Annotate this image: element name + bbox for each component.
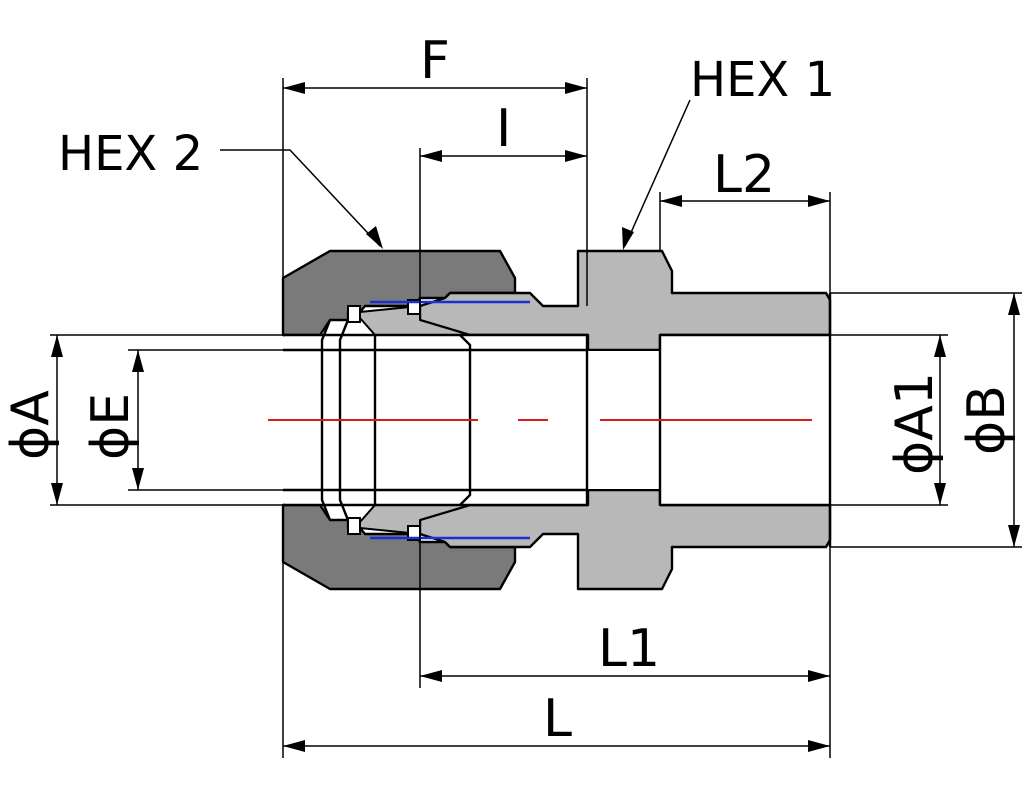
label-phiB: ϕB [957, 385, 1017, 455]
label-hex2: HEX 2 [58, 126, 203, 182]
hex1-leader [624, 99, 691, 247]
dimension-lines [50, 78, 1022, 758]
label-I: I [496, 99, 511, 159]
label-phiA: ϕA [1, 390, 61, 460]
label-phiE: ϕE [81, 393, 141, 460]
label-L1: L1 [598, 619, 660, 679]
ferrule-gap-top [407, 299, 421, 315]
back-ferrule-top [347, 305, 361, 323]
dimension-labels: F I L2 L1 L HEX 1 HEX 2 ϕA ϕE ϕA1 ϕB [1, 31, 1017, 749]
label-F: F [420, 31, 450, 91]
hex2-leader [220, 149, 381, 247]
label-L2: L2 [713, 145, 775, 205]
fitting-assembly [268, 249, 832, 591]
label-L: L [543, 689, 572, 749]
label-phiA1: ϕA1 [885, 372, 945, 475]
ferrule-gap-bottom [407, 525, 421, 541]
back-ferrule-bottom [347, 517, 361, 535]
label-hex1: HEX 1 [690, 52, 835, 108]
